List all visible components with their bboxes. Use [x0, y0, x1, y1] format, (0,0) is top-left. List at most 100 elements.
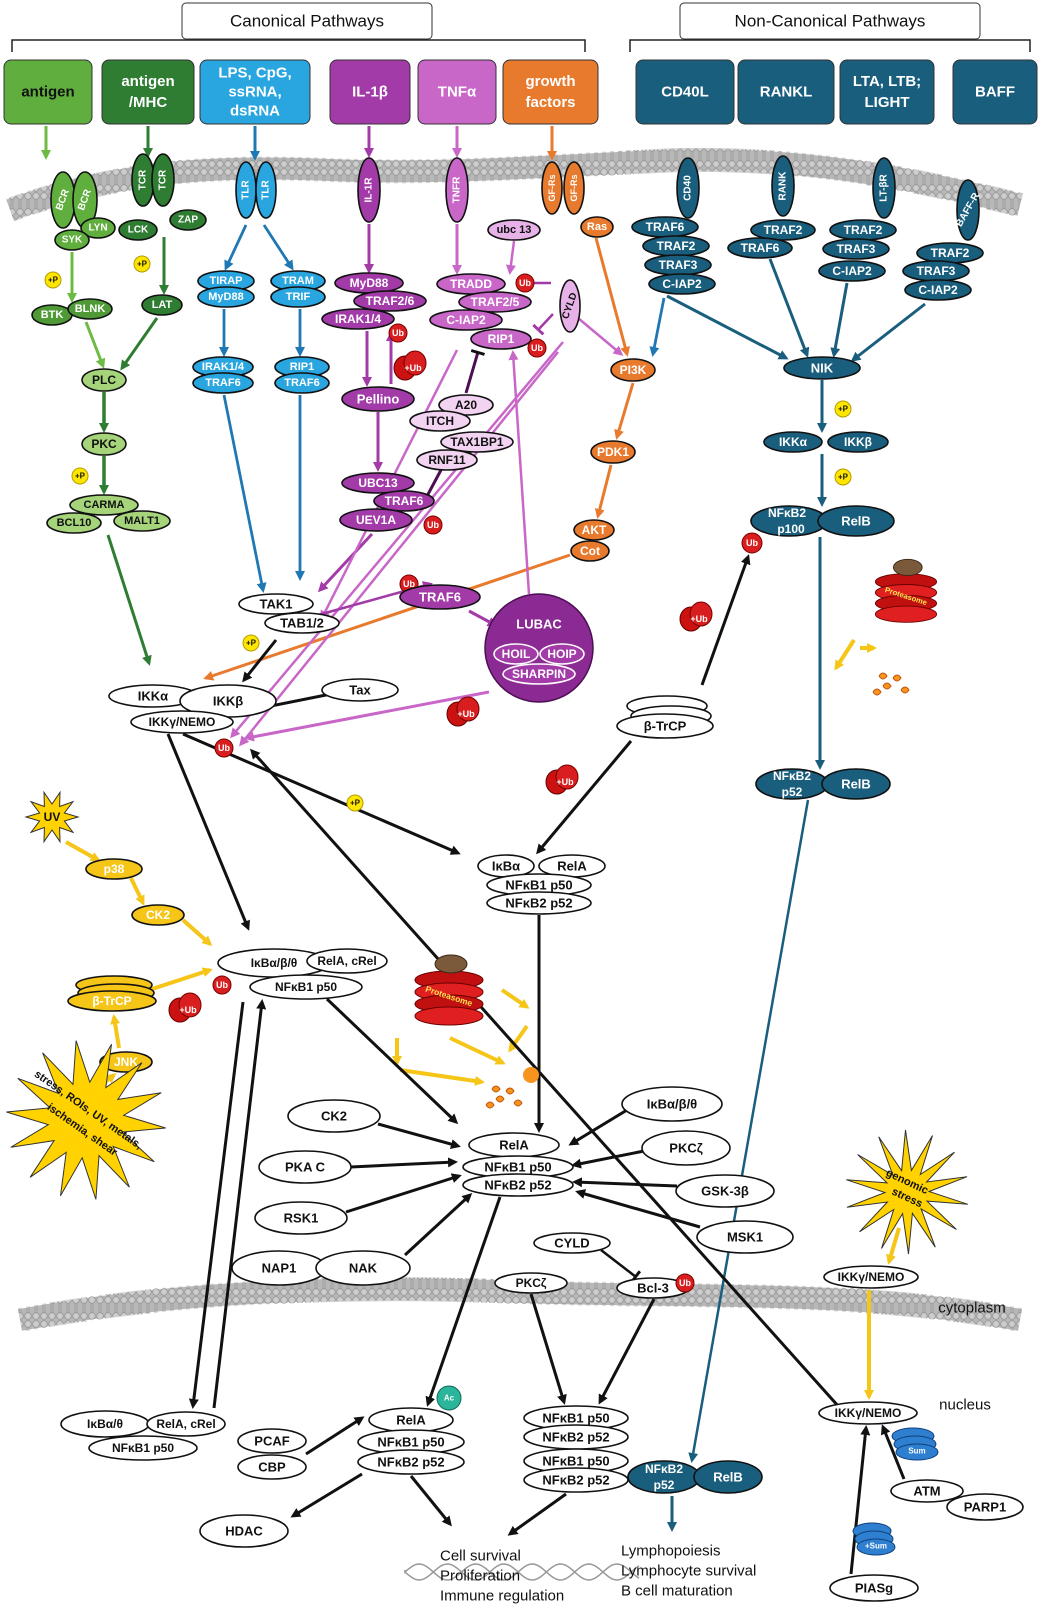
traf6-tlr2-node: [274, 372, 330, 394]
atm-nemo: [880, 1424, 906, 1480]
outcome-right: Lymphocyte survival: [621, 1563, 756, 1580]
ras-pi3k: [594, 237, 631, 357]
ikba-label: IκBα: [492, 859, 520, 874]
ikka-nc-label: IKKα: [779, 435, 808, 449]
stimulus-rankl: [737, 59, 835, 125]
ck2-node: [287, 1099, 381, 1133]
rank-adaptor-1-label: TRAF6: [741, 241, 780, 255]
rela-crel-label: RelA, cRel: [317, 954, 376, 968]
myd88-label: MyD88: [350, 276, 389, 290]
blnk-label: BLNK: [75, 303, 106, 315]
ck2-ikb: [181, 918, 213, 946]
rank-adaptor-1-node: [727, 237, 793, 259]
bcl3-label: Bcl-3: [637, 1281, 669, 1296]
ikk-ikb: [166, 733, 250, 931]
gsk3b-rela: [572, 1177, 678, 1188]
sharpin-label: SHARPIN: [512, 667, 566, 681]
rela-outcome: [409, 1475, 452, 1527]
nfkb2-p52-n3-label: NFκB2 p52: [542, 1430, 609, 1445]
noncanonical-bracket: [629, 39, 1031, 52]
ubiquitin-badge: [212, 975, 232, 995]
dna-strand: [404, 1563, 640, 1581]
lubac-label: LUBAC: [516, 617, 562, 632]
baff-adaptor-1-label: TRAF3: [917, 264, 956, 278]
ubc13-tnf-label: ubc 13: [497, 224, 532, 236]
nfkb1-p50-n2-label: NFκB1 p50: [377, 1435, 444, 1450]
stimulus-tnfa-label: TNFα: [438, 84, 477, 101]
cd40-adaptor-0-label: TRAF6: [646, 220, 685, 234]
ikb-abe-label: IκBα/β/θ: [251, 956, 298, 970]
nfkb1-p50-2-label: NFκB1 p50: [275, 980, 337, 994]
tab-ikk: [242, 639, 278, 683]
relb-1-label: RelB: [841, 514, 871, 529]
sumo-chain-icon: [895, 1443, 939, 1461]
cd40-label: CD40: [683, 175, 694, 201]
malt1-node: [113, 510, 171, 532]
tax1bp1-node: [440, 431, 514, 453]
stimulus-lta-label: LTA, LTB;: [853, 73, 921, 90]
phosphate-badge: [346, 794, 364, 812]
plc-node: [81, 368, 127, 392]
pdk1-node: [590, 440, 636, 464]
rank-label: RANK: [778, 171, 789, 201]
syk-node: [54, 229, 90, 251]
btrcp-left-node: [67, 990, 157, 1012]
nfkb2-p52-n4-label: NFκB2 p52: [542, 1473, 609, 1488]
stimulus-il1b-label: IL-1β: [352, 84, 388, 101]
blnk-node: [67, 298, 113, 320]
btrcp-ikb: [145, 967, 213, 993]
tax-node: [321, 678, 399, 702]
noncanonical-header-box: [679, 2, 981, 40]
tlr-node: [255, 161, 277, 219]
stimulus-antigen-mhc-label: antigen: [121, 73, 174, 90]
hoip-label: HOIP: [547, 647, 576, 661]
stimulus-growth: [502, 59, 599, 125]
piasg-node: [829, 1574, 919, 1602]
phosphate-badge: [834, 468, 852, 486]
pellino-label: Pellino: [357, 392, 400, 407]
acetyl-badge: [436, 1385, 462, 1411]
parp1-label: PARP1: [964, 1500, 1006, 1515]
relb-2-label: RelB: [841, 777, 871, 792]
ikka-nc-node: [763, 431, 823, 453]
phosphate-badge: [834, 400, 852, 418]
tab12-label: TAB1/2: [280, 616, 324, 631]
ltbr-label: LT-βR: [879, 173, 890, 201]
sum-label: Sum: [908, 1447, 925, 1456]
tlr-tram: [262, 224, 294, 271]
stress-burst-icon: [6, 1040, 166, 1200]
ubiquitin-chain: [178, 992, 202, 1018]
ubc13-tak1: [317, 532, 374, 593]
prot-frag-3: [399, 1068, 485, 1086]
traf6-tlr-label: TRAF6: [205, 377, 240, 389]
tradd-label: TRADD: [450, 277, 492, 291]
proteasome-cap: [434, 954, 468, 974]
ubiquitin-chain: [403, 350, 427, 376]
cd40-adaptor-1-label: TRAF2: [657, 239, 696, 253]
ck2-rela: [377, 1122, 461, 1149]
baff-adaptor-2-node: [904, 279, 972, 301]
phosphate-label: +P: [48, 276, 59, 285]
ubiquitin-label: Ub: [218, 743, 230, 753]
traf6-tlr-node: [192, 372, 254, 394]
stimulus-lps: [199, 59, 311, 125]
lt-adaptor-2-node: [818, 260, 886, 282]
plus-ub-label: +Ub: [690, 614, 708, 624]
stimulus-rankl-label: RANKL: [760, 84, 813, 101]
stimulus-antigen-mhc-label: /MHC: [129, 94, 167, 111]
traf25-label: TRAF2/5: [471, 295, 520, 309]
traf25-node: [458, 291, 532, 313]
rsk1-rela: [345, 1173, 462, 1214]
stimulus-antigen-mhc: [101, 59, 195, 125]
fragment-icon: [513, 1099, 523, 1107]
plus-sum-label: +Sum: [865, 1542, 887, 1551]
il1r-node: [357, 157, 381, 223]
traf26-label: TRAF2/6: [366, 294, 415, 308]
cd40-adaptor-3-label: C-IAP2: [662, 277, 702, 291]
nfkb2-p52-n2-label: NFκB2 p52: [377, 1455, 444, 1470]
rela-2-label: RelA: [499, 1138, 529, 1153]
tcr-node: [151, 153, 175, 207]
irak14-node: [321, 308, 395, 330]
outcome-left: Cell survival: [440, 1548, 521, 1565]
ubiquitin-badge: [388, 323, 408, 343]
